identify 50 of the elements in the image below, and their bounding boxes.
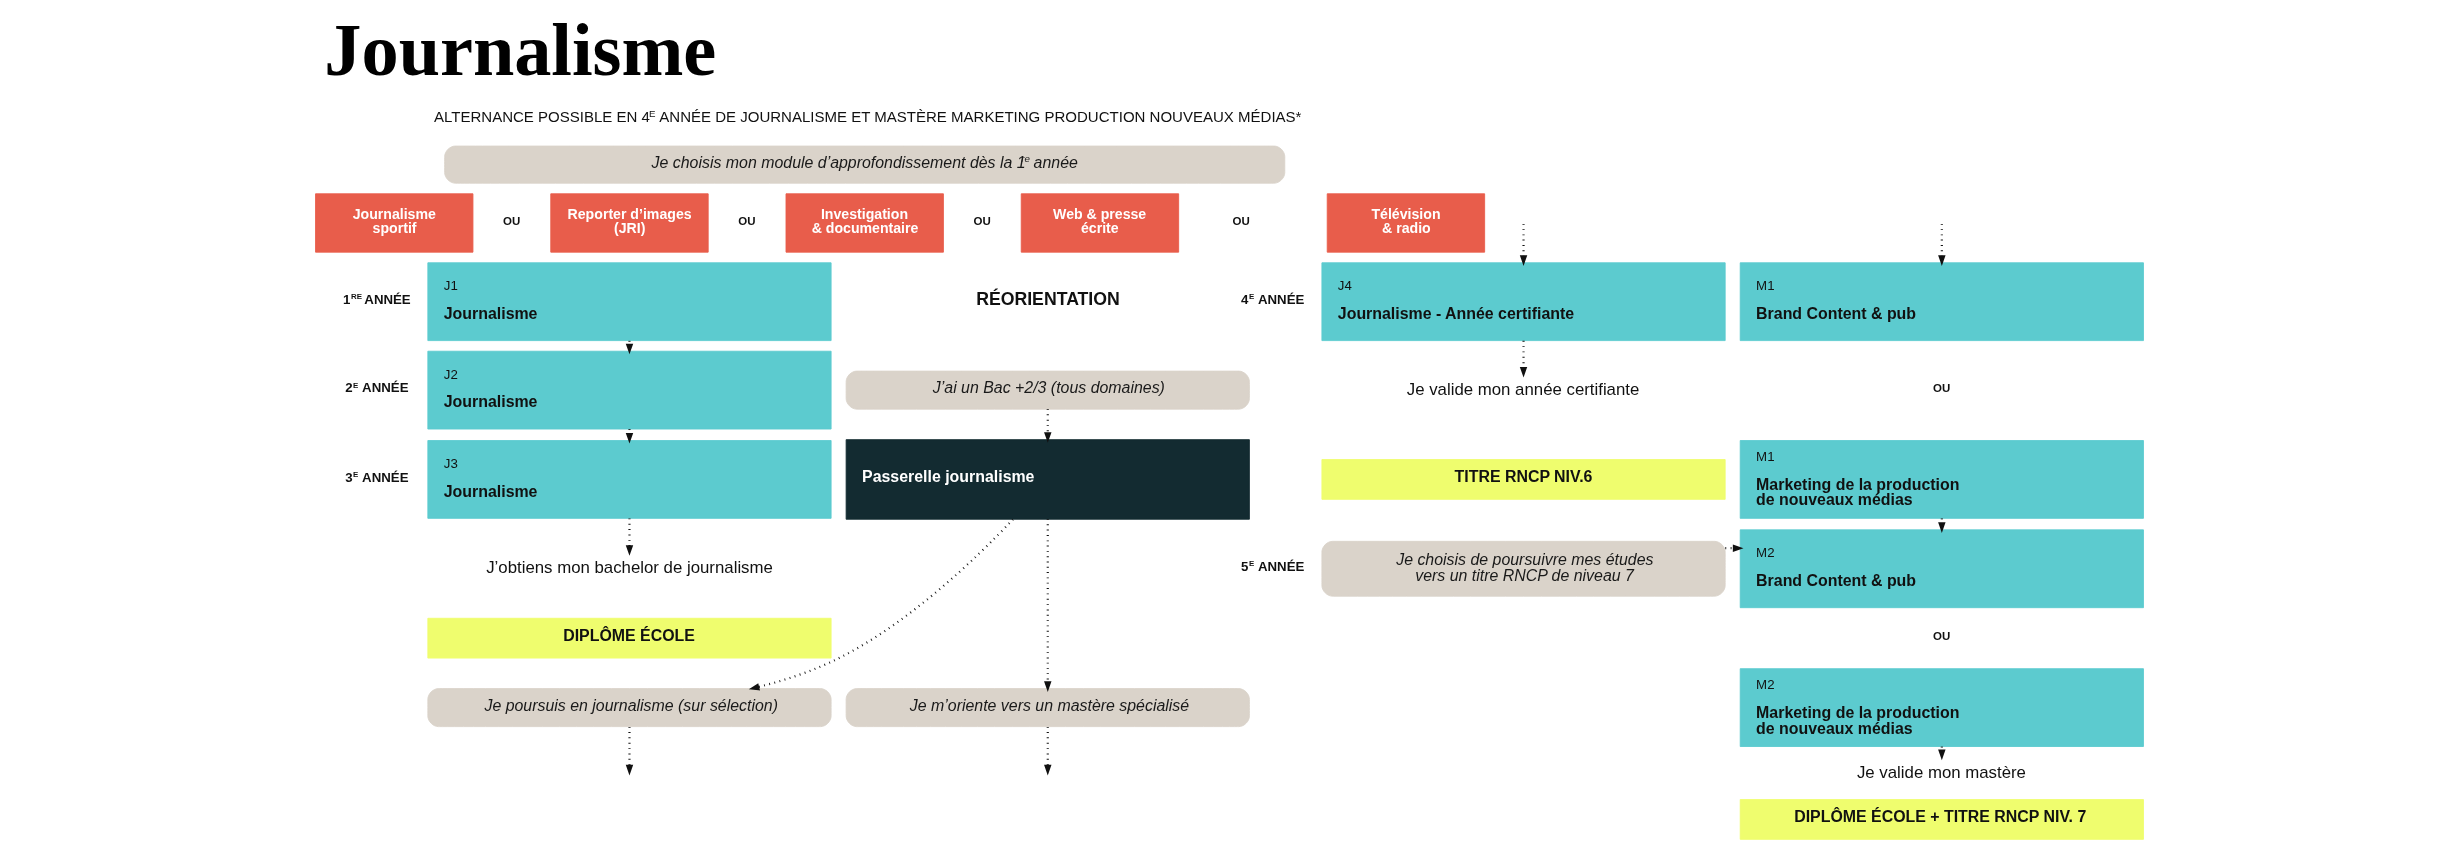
- node-box: DIPLÔME ÉCOLE + TITRE RNCP NIV. 7: [1739, 799, 2144, 840]
- node-text: J’obtiens mon bachelor de journalisme: [486, 558, 773, 578]
- label: RÉORIENTATION: [976, 289, 1120, 310]
- arrow: [625, 429, 634, 444]
- node-box: M1 Marketing de la production de nouveaux médias: [1739, 440, 2144, 519]
- node-box: Passerelle journalisme: [845, 439, 1250, 520]
- arrow: [1938, 746, 1946, 761]
- node-box: Reporter d’images (JRI): [550, 193, 709, 253]
- node-box: Télévision & radio: [1326, 193, 1486, 253]
- node-box: Je choisis de poursuivre mes études vers un titre RNCP de niveau 7: [1321, 540, 1726, 597]
- node-box: J3 Journalisme: [427, 440, 832, 519]
- label: OU: [973, 215, 991, 228]
- label: 1$^{RE}$ ANNÉE: [342, 291, 411, 307]
- label: 5$^{E}$ ANNÉE: [1241, 558, 1305, 574]
- arrow: [1519, 223, 1528, 266]
- node-box: J1 Journalisme: [427, 262, 832, 342]
- arrow: [1938, 223, 1946, 266]
- arrow: [1044, 726, 1052, 776]
- label: OU: [738, 215, 756, 228]
- node-box: TITRE RNCP NIV.6: [1321, 459, 1726, 500]
- label: 2$^{E}$ ANNÉE: [345, 380, 409, 396]
- node-box: J2 Journalisme: [427, 350, 832, 430]
- node-box: Je m’oriente vers un mastère spécialisé: [845, 688, 1250, 728]
- arrow: [625, 340, 634, 355]
- node-box: Journalisme sportif: [315, 193, 474, 253]
- diagram-title: Journalisme: [324, 9, 717, 92]
- arrow: [625, 518, 634, 556]
- arrow: [748, 518, 1014, 691]
- label: OU: [1232, 215, 1250, 228]
- node-box: M2 Marketing de la production de nouveaux médias: [1739, 668, 2144, 747]
- node-box: Web & presse écrite: [1020, 193, 1180, 253]
- label: OU: [1932, 382, 1951, 395]
- node-box: J4 Journalisme - Année certifiante: [1321, 262, 1726, 342]
- node-text: Je valide mon année certifiante: [1406, 379, 1640, 399]
- label: 3$^{E}$ ANNÉE: [345, 469, 409, 485]
- arrow: [1519, 340, 1528, 378]
- node-box: M2 Brand Content & pub: [1739, 529, 2144, 609]
- label: ALTERNANCE POSSIBLE EN 4$^{E}$ ANNÉE DE JOURNALISME ET MASTÈRE MARKETING PRODUCTION NOUVEAUX MÉDIAS*: [434, 107, 1302, 126]
- node-box: Je poursuis en journalisme (sur sélection): [427, 688, 832, 728]
- arrow: [625, 726, 634, 776]
- label: OU: [503, 215, 521, 228]
- node-box: DIPLÔME ÉCOLE: [427, 617, 832, 659]
- node-box: M1 Brand Content & pub: [1739, 262, 2144, 342]
- arrow: [1044, 519, 1052, 692]
- label: OU: [1932, 630, 1951, 643]
- node-text: Je valide mon mastère: [1856, 762, 2026, 782]
- arrow: [1044, 409, 1052, 443]
- label: 4$^{E}$ ANNÉE: [1241, 291, 1305, 307]
- node-box: J’ai un Bac +2/3 (tous domaines): [845, 370, 1250, 410]
- node-box: Investigation & documentaire: [785, 193, 944, 253]
